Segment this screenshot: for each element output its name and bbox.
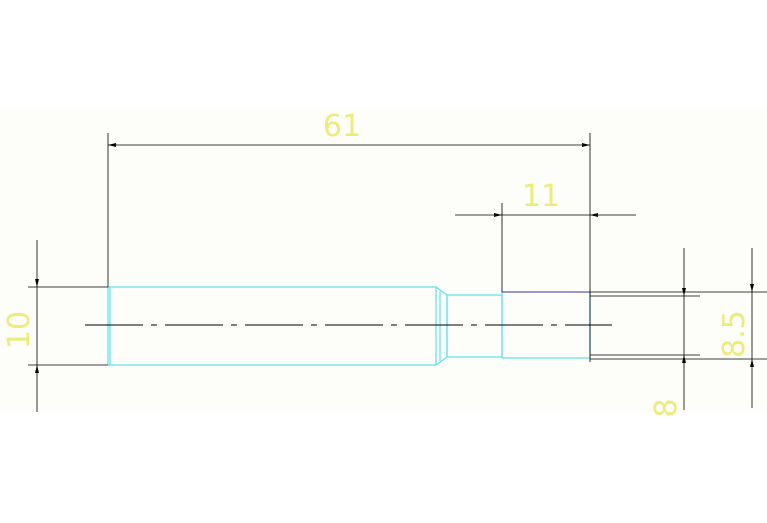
- dim-text-overall-length: 61: [323, 109, 361, 144]
- dim-text-end-length: 11: [522, 179, 560, 214]
- paper-area: [0, 107, 767, 412]
- dimension-lines: [35, 143, 754, 412]
- dim-text-body-diameter: 10: [2, 311, 37, 349]
- dim-text-end-diameter: 8.5: [717, 310, 752, 358]
- dim-text-neck-diameter: 8: [649, 398, 684, 417]
- body-section: [107, 286, 437, 366]
- extension-lines: [28, 133, 767, 366]
- dimension-values: 61 11 10 8.5 8: [2, 109, 752, 418]
